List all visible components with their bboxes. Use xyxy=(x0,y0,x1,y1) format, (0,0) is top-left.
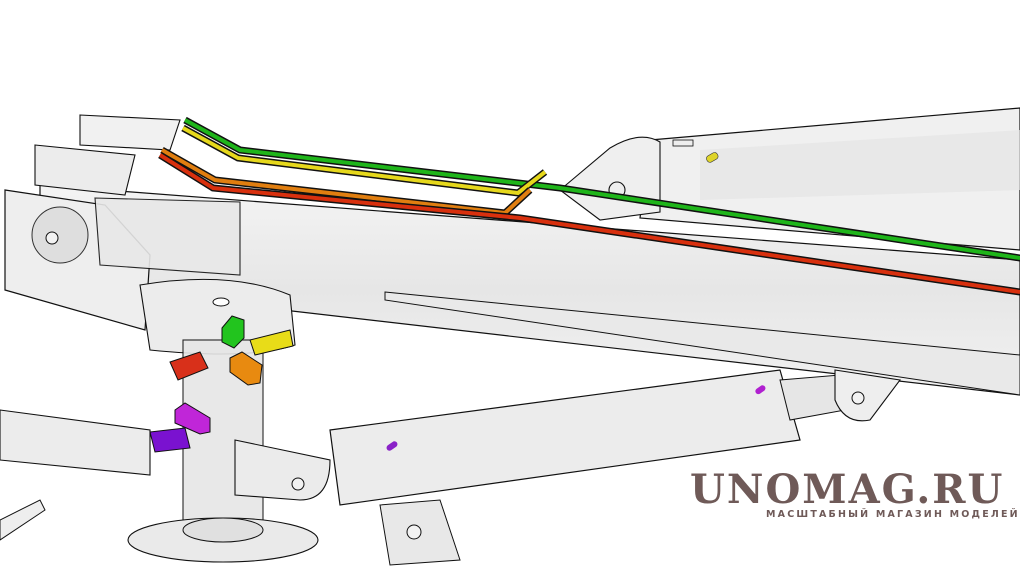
fittings xyxy=(149,315,294,453)
green-fitting xyxy=(221,315,245,349)
red-fitting xyxy=(169,351,209,381)
yellow-fitting xyxy=(249,329,294,356)
watermark-title: UNOMAG.RU xyxy=(690,466,1005,513)
boom-base-bracket xyxy=(4,114,296,355)
left-outrigger xyxy=(0,409,151,541)
purple-pin-lower-cylinder xyxy=(386,441,398,451)
yellow-pin xyxy=(706,152,719,163)
purple-fitting xyxy=(149,427,191,453)
orange-fitting xyxy=(229,351,263,386)
watermark-subtitle: МАСШТАБНЫЙ МАГАЗИН МОДЕЛЕЙ xyxy=(766,509,1020,520)
magenta-pin-cylinder-end xyxy=(755,385,766,395)
magenta-fitting xyxy=(174,402,211,435)
pins xyxy=(386,152,766,451)
hoses xyxy=(158,116,1020,296)
upper-boom-extension xyxy=(559,107,1020,251)
lift-cylinder xyxy=(234,369,901,566)
